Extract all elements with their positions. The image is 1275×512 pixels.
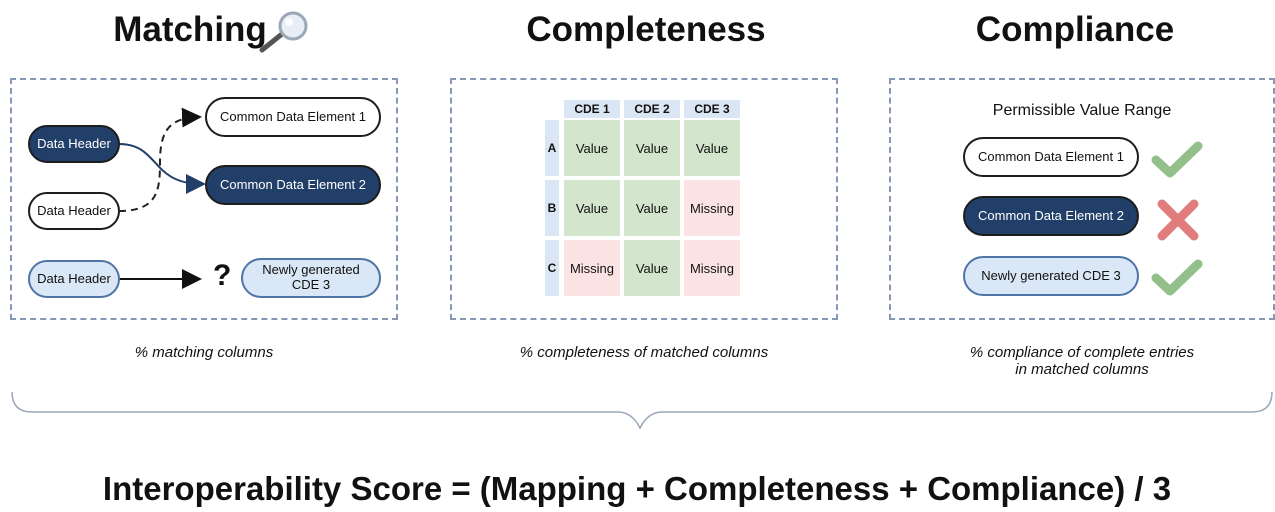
cde-label: Common Data Element 1 xyxy=(220,109,366,125)
compliance-subtitle: Permissible Value Range xyxy=(992,102,1172,119)
match-arrow-solid xyxy=(118,143,206,194)
table-cell: Value xyxy=(624,120,680,176)
question-mark: ? xyxy=(213,259,232,292)
compliance-panel xyxy=(889,78,1275,320)
row-header: C xyxy=(545,240,559,296)
matching-title: Matching xyxy=(113,10,267,50)
table-cell: Missing xyxy=(684,180,740,236)
data-header-pill-3: Data Header xyxy=(28,260,120,298)
table-cell: Value xyxy=(624,240,680,296)
column-header: CDE 2 xyxy=(624,100,680,118)
matching-caption: % matching columns xyxy=(134,344,274,361)
cde-1-pill: Common Data Element 1 xyxy=(205,97,381,137)
table-cell: Value xyxy=(564,180,620,236)
compliance-caption: % compliance of complete entries in matc… xyxy=(889,344,1275,379)
matching-title-text: Matching xyxy=(113,10,267,49)
data-header-pill-2: Data Header xyxy=(28,192,120,230)
match-arrow-dashed xyxy=(118,107,202,212)
cde-label: Common Data Element 2 xyxy=(978,208,1124,224)
column-header: CDE 3 xyxy=(684,100,740,118)
magnifier-icon xyxy=(259,11,308,53)
row-header: B xyxy=(545,180,559,236)
row-header: A xyxy=(545,120,559,176)
completeness-caption: % completeness of matched columns xyxy=(519,344,769,361)
column-header: CDE 1 xyxy=(564,100,620,118)
interoperability-formula: Interoperability Score = (Mapping + Comp… xyxy=(102,470,1172,507)
table-cell: Value xyxy=(564,120,620,176)
matching-connectors xyxy=(118,107,206,289)
data-header-label: Data Header xyxy=(37,203,111,219)
table-cell: Value xyxy=(684,120,740,176)
cde-label: Newly generated CDE 3 xyxy=(981,268,1121,284)
compliance-caption-line-2: in matched columns xyxy=(1015,361,1149,379)
table-cell: Missing xyxy=(564,240,620,296)
data-header-pill-1: Data Header xyxy=(28,125,120,163)
new-cde-label: Newly generated CDE 3 xyxy=(262,262,360,292)
compliance-caption-line-1: % compliance of complete entries xyxy=(969,344,1195,361)
table-cell: Missing xyxy=(684,240,740,296)
data-header-label: Data Header xyxy=(37,136,111,152)
completeness-title: Completeness xyxy=(526,10,766,49)
compliance-cde-3-pill: Newly generated CDE 3 xyxy=(963,256,1139,296)
table-cell: Value xyxy=(624,180,680,236)
completeness-panel xyxy=(450,78,838,320)
summary-brace xyxy=(11,391,1273,430)
check-icon xyxy=(1151,259,1203,296)
cde-label: Common Data Element 1 xyxy=(978,149,1124,165)
matching-panel xyxy=(10,78,398,320)
new-cde-pill: Newly generated CDE 3 xyxy=(241,258,381,298)
cde-label: Common Data Element 2 xyxy=(220,177,366,193)
compliance-cde-1-pill: Common Data Element 1 xyxy=(963,137,1139,177)
cde-2-pill: Common Data Element 2 xyxy=(205,165,381,205)
data-header-label: Data Header xyxy=(37,271,111,287)
cross-icon xyxy=(1157,199,1199,241)
check-icon xyxy=(1151,141,1203,178)
compliance-cde-2-pill: Common Data Element 2 xyxy=(963,196,1139,236)
compliance-title: Compliance xyxy=(975,10,1175,49)
